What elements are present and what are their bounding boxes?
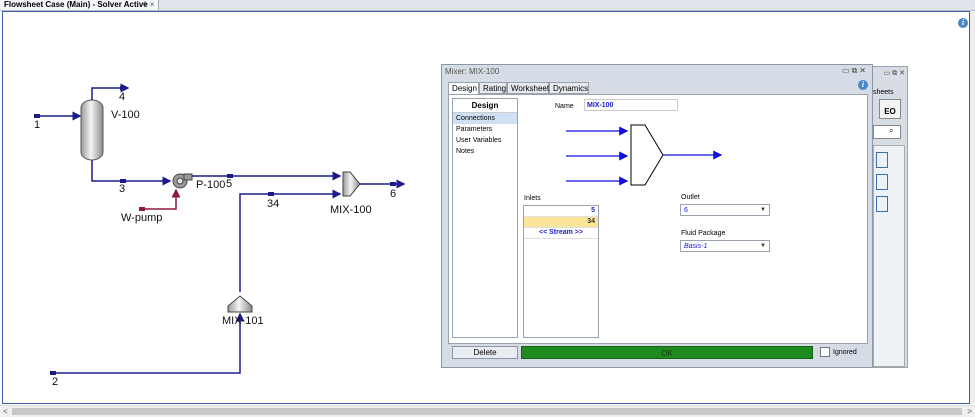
inlet-row[interactable]: 34: [524, 217, 598, 228]
new-tab-button[interactable]: +: [142, 0, 148, 10]
minimize-icon[interactable]: ▭: [842, 66, 852, 75]
stream-6-line[interactable]: [360, 179, 406, 189]
design-page: Design Connections Parameters User Varia…: [448, 94, 868, 344]
stream-3-label[interactable]: 3: [119, 183, 126, 195]
fluid-package-select[interactable]: Basis-1 ▼: [680, 240, 770, 252]
eo-label: EO: [884, 107, 896, 116]
palette-search-input[interactable]: [873, 125, 901, 139]
stream-5-label[interactable]: 5: [226, 178, 233, 190]
eo-button[interactable]: EO: [879, 99, 901, 119]
palette-object-icon[interactable]: [876, 196, 888, 212]
mix100-label[interactable]: MIX-100: [330, 204, 372, 216]
stream-1-label[interactable]: 1: [34, 119, 41, 131]
outlet-select[interactable]: 6 ▼: [680, 204, 770, 216]
outlet-value: 6: [684, 207, 688, 214]
stream-4-label[interactable]: 4: [119, 91, 126, 103]
ignored-checkbox[interactable]: Ignored: [820, 347, 857, 358]
nav-header: Design: [453, 99, 517, 113]
window-controls: ▭⧉✕: [842, 66, 868, 76]
stream-6-label[interactable]: 6: [390, 188, 397, 200]
name-label: Name: [555, 103, 574, 110]
chevron-down-icon[interactable]: ▼: [760, 243, 766, 249]
inlets-list[interactable]: 5 34 << Stream >>: [523, 205, 599, 338]
tab-rating[interactable]: Rating: [479, 82, 507, 94]
close-tab-icon[interactable]: ×: [149, 0, 155, 9]
add-stream-row[interactable]: << Stream >>: [524, 228, 598, 239]
stream-2-label[interactable]: 2: [52, 376, 59, 388]
v100-label[interactable]: V-100: [111, 109, 140, 121]
nav-item-notes[interactable]: Notes: [456, 148, 475, 155]
inlets-label: Inlets: [524, 195, 541, 202]
status-bar: OK: [521, 346, 813, 359]
scrollbar-thumb[interactable]: [12, 408, 962, 415]
inlet-row[interactable]: 5: [524, 206, 598, 217]
checkbox-box[interactable]: [820, 347, 830, 358]
restore-icon[interactable]: ⧉: [851, 66, 860, 75]
fluid-package-value: Basis-1: [684, 243, 708, 250]
nav-item-user-variables[interactable]: User Variables: [456, 137, 502, 144]
stream-3-line[interactable]: [91, 160, 172, 186]
w-pump-label[interactable]: W-pump: [121, 212, 163, 224]
mix101-label[interactable]: MIX-101: [222, 315, 264, 327]
p100-label[interactable]: P-100: [196, 179, 226, 191]
design-nav: Design Connections Parameters User Varia…: [452, 98, 518, 338]
info-icon[interactable]: i: [958, 18, 968, 28]
stream-2-line[interactable]: [50, 312, 245, 375]
w-pump-energy-line[interactable]: [139, 188, 181, 211]
tab-worksheet[interactable]: Worksheet: [507, 82, 549, 94]
tab-dynamics[interactable]: Dynamics: [549, 82, 589, 94]
palette-object-icon[interactable]: [876, 174, 888, 190]
window-footer: Delete OK Ignored: [448, 346, 868, 362]
palette-objects-list[interactable]: [873, 145, 905, 367]
fluid-package-label: Fluid Package: [681, 230, 726, 237]
stream-34-label[interactable]: 34: [267, 198, 280, 210]
ignored-label: Ignored: [833, 349, 857, 356]
horizontal-scrollbar[interactable]: < >: [0, 405, 975, 417]
document-tab-bar: Flowsheet Case (Main) - Solver Active× +: [0, 0, 975, 11]
close-icon[interactable]: ✕: [859, 66, 868, 75]
search-icon[interactable]: ⌕: [889, 126, 894, 135]
v100-separator[interactable]: [80, 99, 104, 161]
tab-title: Flowsheet Case (Main) - Solver Active: [4, 0, 148, 9]
name-input[interactable]: MIX-100: [584, 99, 678, 111]
stream-1-line[interactable]: [34, 111, 82, 121]
scroll-right-icon[interactable]: >: [967, 407, 972, 416]
mix101-mixer[interactable]: [227, 295, 253, 313]
stream-34-line[interactable]: [239, 189, 342, 292]
background-palette-window[interactable]: ▭ ⧉ ✕ sheets EO ⌕: [868, 66, 908, 368]
window-title: Mixer: MIX-100: [445, 67, 500, 76]
outlet-label: Outlet: [681, 194, 700, 201]
p100-pump[interactable]: [172, 173, 193, 189]
vertical-scrollbar[interactable]: [970, 11, 975, 404]
tab-flowsheet-case[interactable]: Flowsheet Case (Main) - Solver Active×: [0, 0, 160, 10]
mix100-mixer[interactable]: [342, 171, 361, 197]
stream-5-line[interactable]: [192, 171, 342, 181]
window-control-icons[interactable]: ▭ ⧉ ✕: [883, 70, 905, 77]
palette-title-partial: sheets: [873, 89, 894, 96]
delete-button[interactable]: Delete: [452, 346, 518, 359]
chevron-down-icon[interactable]: ▼: [760, 207, 766, 213]
stream-4-line[interactable]: [91, 83, 130, 100]
nav-item-connections[interactable]: Connections: [453, 113, 517, 124]
info-icon[interactable]: i: [858, 80, 868, 90]
mixer-property-window[interactable]: Mixer: MIX-100 ▭⧉✕ i Design Rating Works…: [441, 64, 873, 368]
nav-item-parameters[interactable]: Parameters: [456, 126, 493, 133]
mixer-schematic: [566, 124, 723, 186]
scroll-left-icon[interactable]: <: [3, 407, 8, 416]
palette-object-icon[interactable]: [876, 152, 888, 168]
